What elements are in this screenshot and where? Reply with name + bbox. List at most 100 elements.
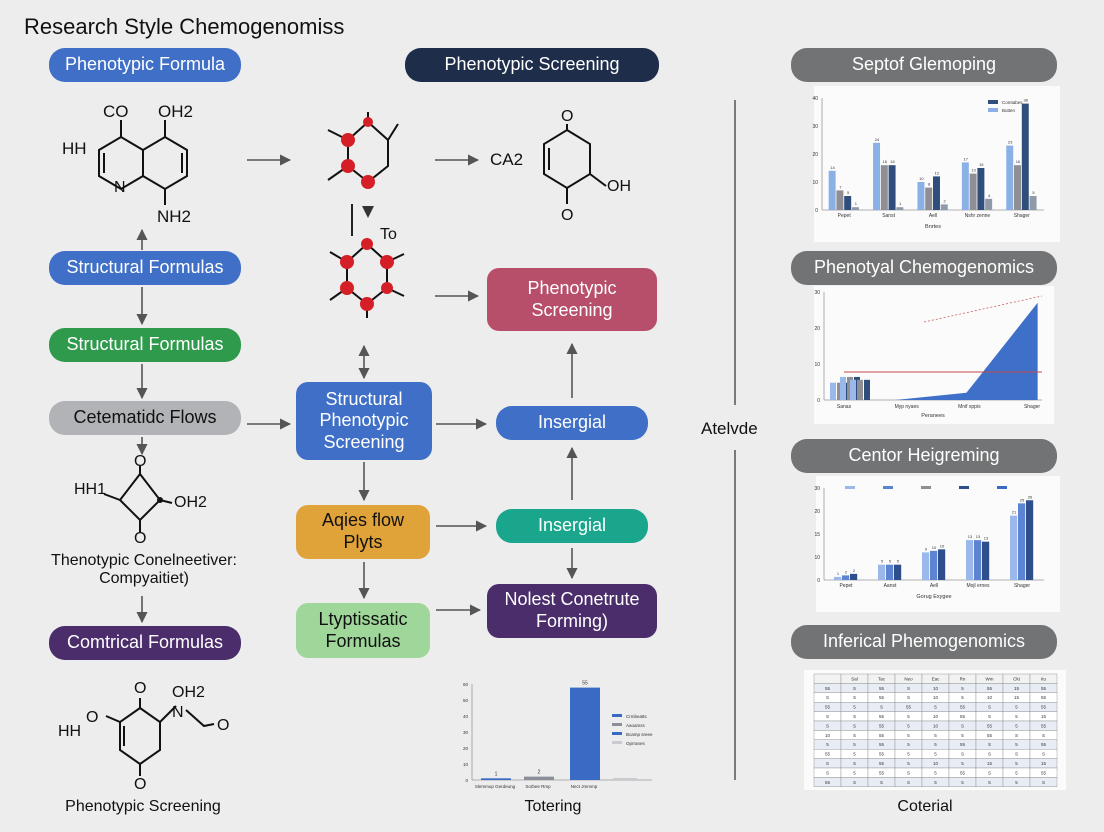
legend-label: Comtabes [1002,100,1023,105]
legend-swatch [612,714,622,717]
data-label: 13 [968,534,973,539]
y-tick-label: 10 [463,762,469,767]
data-label: 7 [839,184,842,189]
data-label: 5 [889,559,892,564]
x-tick-label: Aell [930,583,938,589]
table-header-label: Wm [986,676,994,681]
molecule-4-structure [329,238,405,318]
data-label: 21 [1012,510,1017,515]
data-label: 1 [899,201,902,206]
bar [570,687,600,780]
bar [850,379,856,400]
bar [613,778,637,780]
table-cell-text: 5 [907,723,910,728]
table-cell-text: 15 [1014,686,1020,691]
table-cell-text: 10 [933,686,939,691]
y-tick-label: 10 [812,180,818,186]
data-label: 1 [837,571,840,576]
bar [925,187,933,210]
table-cell-text: 55 [906,705,912,710]
bar [851,207,859,210]
table-cell-text: S [880,780,883,785]
table-cell-text: 55 [879,770,885,775]
data-label: 13 [971,168,976,173]
y-tick-label: 30 [463,730,469,735]
bar [857,379,863,400]
legend-label: Butten [1002,108,1016,113]
chem-label: N [114,179,126,196]
y-tick-label: 40 [463,714,469,719]
legend-label: Oprranes [626,741,646,746]
table-header-label: Ckt [1013,676,1020,681]
data-label: 26 [1028,494,1033,499]
y-tick-label: 30 [814,486,820,492]
y-tick-label: 0 [817,578,820,584]
legend-label: Crmbeatts [626,714,648,719]
middle-column-arrows [358,154,578,616]
x-tick-label: Nshr zenne [965,213,991,219]
table-cell-text: 5 [934,770,937,775]
legend-swatch [612,732,622,735]
header-centor-heigreming: Centor Heigreming [791,439,1057,473]
x-axis-label: Peranees [921,413,945,419]
table-cell-text: S [1015,752,1018,757]
table-cell-text: S [961,752,964,757]
table-cell-text: 5 [934,780,937,785]
table-cell-text: S [1042,752,1045,757]
data-label: 24 [875,137,880,142]
y-tick-label: 0 [465,778,468,783]
bar [1021,103,1029,210]
table-header-label: Neo [904,676,913,681]
table-cell-text: 55 [825,686,831,691]
x-tick-label: Aell [929,213,937,219]
bar [977,168,985,210]
table-cell-text: S [988,780,991,785]
x-tick-label: Sanst [882,213,895,219]
data-label: 55 [582,681,588,687]
table-cell-text: 5 [1015,761,1018,766]
page-title: Research Style Chemogenomiss [24,14,345,39]
table-cell [1029,777,1058,788]
data-label: 9 [925,546,928,551]
table-cell-text: 55 [960,770,966,775]
data-label: 38 [1023,98,1028,103]
table-cell-text: 5 [1015,723,1018,728]
legend-swatch [959,486,969,489]
x-tick-label: Sorbee Rmp [525,784,551,789]
bar [886,564,894,580]
chem-label: O [561,108,574,125]
bar [888,165,896,210]
bar [938,549,946,580]
table-cell-text: S [826,714,829,719]
bar [844,196,852,210]
bar [830,382,836,400]
bar [966,540,974,580]
x-tick-label: Aanst [884,583,897,589]
table-cell-text: 55 [879,742,885,747]
bar [1010,515,1018,580]
table-cell-text: S [907,770,910,775]
y-tick-label: 10 [814,555,820,561]
left-column-arrows [136,154,292,624]
chem-label: O [134,453,147,470]
table-cell-text: 15 [1041,761,1047,766]
table-cell-text: 55 [1041,686,1047,691]
pill-aqies-flow-plyts: Aqies flow Plyts [296,505,430,559]
bar [850,573,858,580]
table-cell-text: 5 [907,752,910,757]
caption-center-bottom: Totering [524,798,582,815]
y-tick-label: 30 [814,290,820,296]
molecule-6-structure [105,698,215,776]
table-cell-text: 10 [987,695,993,700]
data-label: 16 [890,159,895,164]
bar [917,182,925,210]
chem-label: NH2 [157,207,192,226]
chem-label: O [134,776,147,793]
data-label: 23 [1008,140,1013,145]
triangle-marker [362,206,374,218]
